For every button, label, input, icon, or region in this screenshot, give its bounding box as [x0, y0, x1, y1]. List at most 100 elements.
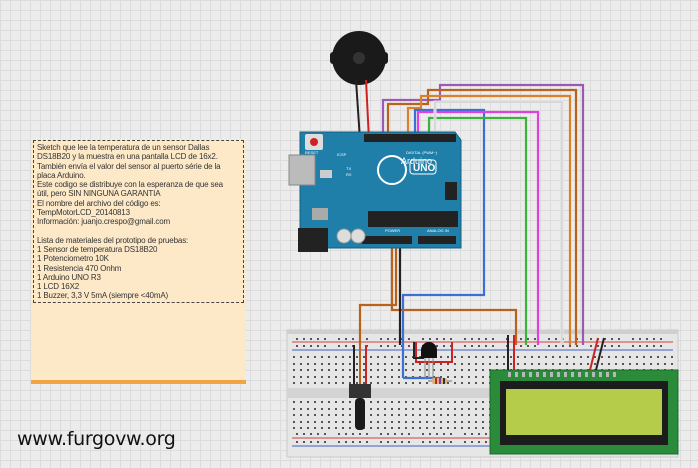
buzzer[interactable] — [330, 31, 388, 141]
breadboard-hole — [604, 345, 606, 347]
breadboard-hole — [429, 433, 431, 435]
breadboard-hole — [433, 408, 435, 410]
breadboard-hole — [328, 382, 330, 384]
note-line: 1 Arduino UNO R3 — [37, 272, 101, 282]
breadboard-hole — [314, 363, 316, 365]
wires[interactable] — [358, 83, 585, 380]
breadboard-hole — [464, 345, 466, 347]
breadboard-hole — [482, 369, 484, 371]
breadboard-hole — [408, 345, 410, 347]
sketch-note-text[interactable]: Sketch que lee la temperatura de un sens… — [33, 140, 244, 303]
tx-label: TX — [346, 166, 351, 171]
breadboard-hole — [391, 408, 393, 410]
lcd-pin — [599, 372, 602, 377]
breadboard-hole — [405, 369, 407, 371]
breadboard-hole — [468, 356, 470, 358]
breadboard-hole — [377, 356, 379, 358]
breadboard-hole — [447, 363, 449, 365]
breadboard-hole — [433, 414, 435, 416]
note-line: 1 Resistencia 470 Onhm — [37, 263, 122, 273]
breadboard-hole — [335, 376, 337, 378]
breadboard-hole — [461, 401, 463, 403]
breadboard-hole — [307, 369, 309, 371]
breadboard-hole — [482, 427, 484, 429]
breadboard-hole — [398, 376, 400, 378]
breadboard-hole — [363, 376, 365, 378]
breadboard-hole — [482, 401, 484, 403]
breadboard-hole — [426, 382, 428, 384]
breadboard-hole — [447, 369, 449, 371]
breadboard-hole — [370, 382, 372, 384]
breadboard-hole — [300, 356, 302, 358]
breadboard-hole — [426, 369, 428, 371]
breadboard-hole — [440, 369, 442, 371]
breadboard-hole — [338, 441, 340, 443]
breadboard-hole — [321, 363, 323, 365]
breadboard-hole — [471, 433, 473, 435]
breadboard-hole — [370, 408, 372, 410]
potentiometer[interactable] — [349, 345, 371, 430]
breadboard-hole — [328, 408, 330, 410]
breadboard-hole — [387, 433, 389, 435]
breadboard-hole — [636, 356, 638, 358]
breadboard-hole — [412, 382, 414, 384]
note-line: TempMotorLCD_20140813 — [37, 208, 130, 218]
breadboard-hole — [475, 421, 477, 423]
arduino-board[interactable]: Arduino UNO RESET ICSP DIGITAL (PWM~) PO… — [288, 131, 462, 252]
arduino-logo-icon — [377, 155, 407, 185]
breadboard-hole — [349, 376, 351, 378]
temperature-sensor[interactable] — [413, 342, 453, 378]
breadboard-hole — [303, 441, 305, 443]
lcd-power-wires[interactable] — [507, 335, 605, 371]
breadboard-hole — [485, 338, 487, 340]
breadboard-hole — [391, 356, 393, 358]
breadboard-hole — [597, 345, 599, 347]
breadboard-hole — [300, 421, 302, 423]
lcd-display[interactable] — [489, 369, 679, 455]
breadboard-hole — [639, 345, 641, 347]
breadboard-hole — [335, 414, 337, 416]
breadboard-hole — [671, 356, 673, 358]
breadboard-hole — [566, 363, 568, 365]
power-label: POWER — [385, 228, 400, 233]
breadboard-hole — [296, 338, 298, 340]
breadboard-hole — [629, 356, 631, 358]
breadboard-hole — [366, 338, 368, 340]
breadboard-hole — [370, 369, 372, 371]
breadboard-hole — [450, 433, 452, 435]
breadboard-hole — [443, 345, 445, 347]
breadboard-hole — [293, 414, 295, 416]
breadboard-hole — [300, 401, 302, 403]
breadboard-hole — [478, 345, 480, 347]
breadboard-hole — [324, 441, 326, 443]
breadboard-hole — [314, 421, 316, 423]
breadboard-hole — [296, 441, 298, 443]
breadboard-hole — [307, 401, 309, 403]
breadboard-hole — [671, 363, 673, 365]
breadboard-hole — [342, 414, 344, 416]
breadboard-hole — [328, 376, 330, 378]
breadboard-hole — [419, 421, 421, 423]
breadboard-hole — [293, 427, 295, 429]
breadboard-hole — [380, 441, 382, 443]
breadboard-hole — [475, 356, 477, 358]
breadboard-hole — [384, 363, 386, 365]
breadboard-hole — [405, 401, 407, 403]
breadboard-hole — [398, 382, 400, 384]
breadboard-hole — [314, 414, 316, 416]
breadboard-hole — [349, 408, 351, 410]
breadboard-hole — [412, 421, 414, 423]
breadboard-hole — [454, 369, 456, 371]
breadboard-hole — [324, 338, 326, 340]
note-line: 1 Potenciometro 10K — [37, 254, 109, 264]
breadboard-hole — [384, 427, 386, 429]
breadboard-hole — [433, 421, 435, 423]
arduino-model-label: UNO — [413, 163, 435, 174]
breadboard-hole — [471, 345, 473, 347]
lcd-pin — [515, 372, 518, 377]
breadboard-hole — [461, 356, 463, 358]
resistor[interactable] — [428, 378, 452, 384]
sketch-note[interactable]: Sketch que lee la temperatura de un sens… — [31, 139, 246, 384]
breadboard-hole — [293, 356, 295, 358]
